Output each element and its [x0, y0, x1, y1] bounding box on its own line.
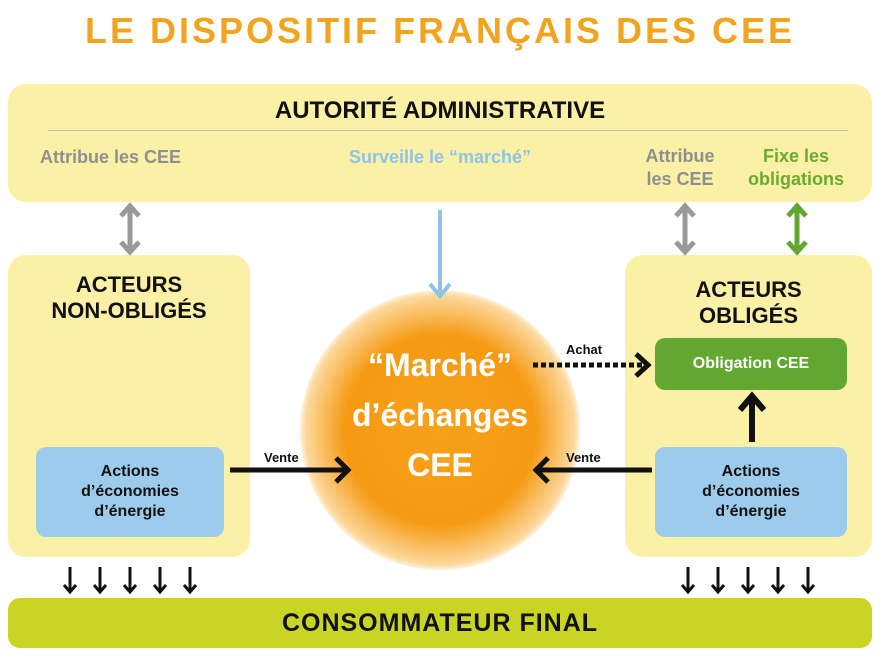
- down-arrows-right-icon: [680, 567, 816, 595]
- divider: [48, 130, 848, 131]
- down-arrows-left-icon: [62, 567, 198, 595]
- heading-line: NON-OBLIGÉS: [51, 298, 207, 323]
- label-vente-right: Vente: [566, 450, 601, 465]
- market-sun: [300, 290, 580, 570]
- arrow-up-icon: [737, 391, 767, 442]
- text-line: d’économies: [702, 483, 800, 500]
- text-line: d’économies: [81, 483, 179, 500]
- non-obliges-actions-box: Actions d’économies d’énergie: [36, 447, 224, 537]
- heading-line: ACTEURS: [695, 277, 802, 302]
- double-arrow-gray-right-icon: [674, 202, 696, 256]
- text-line: Actions: [721, 463, 781, 480]
- label-line: obligations: [748, 169, 844, 189]
- diagram-title: LE DISPOSITIF FRANÇAIS DES CEE: [84, 10, 796, 51]
- label-fixe: Fixe les obligations: [732, 145, 860, 191]
- heading-line: ACTEURS: [75, 272, 183, 297]
- label-attribue-left: Attribue les CEE: [40, 147, 182, 167]
- label-line: Fixe les: [762, 146, 830, 166]
- market-line: d’échanges: [351, 397, 529, 433]
- label-attribue-right: Attribue les CEE: [630, 145, 730, 191]
- market-line: “Marché”: [367, 347, 513, 383]
- double-arrow-gray-left-icon: [119, 202, 141, 256]
- obligation-cee-box: Obligation CEE: [655, 338, 847, 390]
- text-line: Actions: [100, 463, 160, 480]
- arrow-achat-dotted-icon: [533, 352, 652, 378]
- label-surveille: Surveille le “marché”: [348, 147, 532, 167]
- authority-heading: AUTORITÉ ADMINISTRATIVE: [274, 97, 606, 124]
- label-line: les CEE: [646, 169, 714, 189]
- label-achat: Achat: [566, 342, 603, 357]
- authority-box: [8, 84, 872, 202]
- heading-line: OBLIGÉS: [698, 303, 798, 328]
- arrow-down-blue-icon: [428, 210, 452, 300]
- label-vente-left: Vente: [264, 450, 299, 465]
- arrow-vente-left-icon: [230, 456, 352, 484]
- arrow-vente-right-icon: [532, 456, 652, 484]
- text-line: d’énergie: [94, 503, 166, 520]
- double-arrow-green-icon: [786, 202, 808, 256]
- market-line: CEE: [407, 447, 473, 483]
- text-line: d’énergie: [715, 503, 787, 520]
- consumer-bar: CONSOMMATEUR FINAL: [8, 598, 872, 648]
- obliges-actions-box: Actions d’économies d’énergie: [655, 447, 847, 537]
- label-line: Attribue: [645, 146, 715, 166]
